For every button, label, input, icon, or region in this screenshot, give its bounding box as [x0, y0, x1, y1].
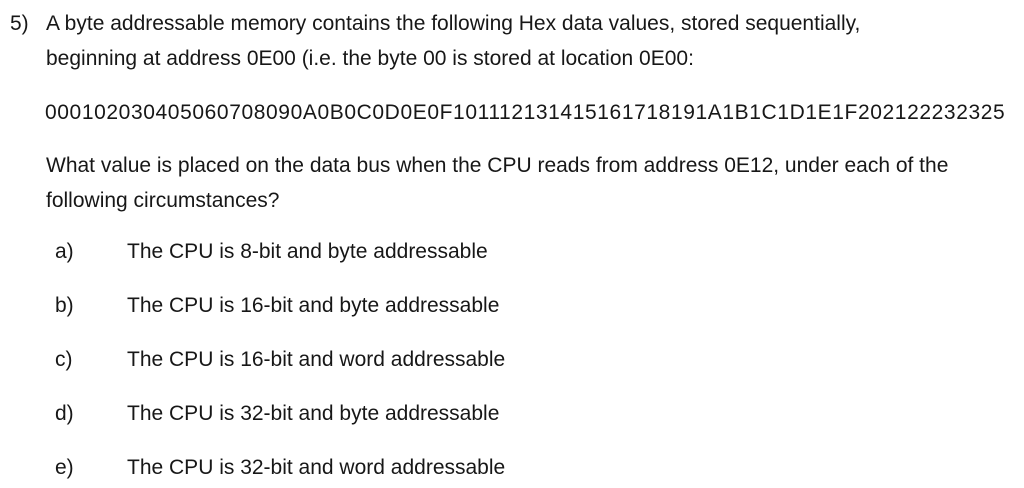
list-item-text: The CPU is 32-bit and byte addressable: [127, 402, 500, 425]
list-item-text: The CPU is 16-bit and word addressable: [127, 348, 506, 371]
question-intro-line-2: beginning at address 0E00 (i.e. the byte…: [46, 47, 694, 70]
question-block: 5) A byte addressable memory contains th…: [10, 6, 1024, 485]
question-intro-line-1: A byte addressable memory contains the f…: [46, 12, 861, 35]
list-item-b: b) The CPU is 16-bit and byte addressabl…: [55, 288, 1024, 323]
question-intro: A byte addressable memory contains the f…: [46, 6, 1024, 76]
list-item-label: c): [55, 348, 73, 371]
list-item-a: a) The CPU is 8-bit and byte addressable: [55, 234, 1024, 269]
list-item-text: The CPU is 32-bit and word addressable: [127, 456, 506, 479]
list-item-d: d) The CPU is 32-bit and byte addressabl…: [55, 396, 1024, 431]
hex-data-string: 000102030405060708090A0B0C0D0E0F10111213…: [45, 101, 1006, 124]
list-item-c: c) The CPU is 16-bit and word addressabl…: [55, 342, 1024, 377]
question-number: 5): [10, 12, 29, 35]
list-item-text: The CPU is 8-bit and byte addressable: [127, 240, 488, 263]
answer-options-list: a) The CPU is 8-bit and byte addressable…: [46, 234, 1024, 485]
list-item-label: a): [55, 240, 74, 263]
list-item-e: e) The CPU is 32-bit and word addressabl…: [55, 450, 1024, 485]
question-body: A byte addressable memory contains the f…: [45, 6, 1024, 485]
list-item-label: b): [55, 294, 74, 317]
list-item-label: e): [55, 456, 74, 479]
list-item-label: d): [55, 402, 74, 425]
question-prompt: What value is placed on the data bus whe…: [46, 148, 1024, 218]
question-prompt-line-1: What value is placed on the data bus whe…: [46, 154, 949, 177]
question-prompt-line-2: following circumstances?: [46, 189, 280, 212]
list-item-text: The CPU is 16-bit and byte addressable: [127, 294, 500, 317]
